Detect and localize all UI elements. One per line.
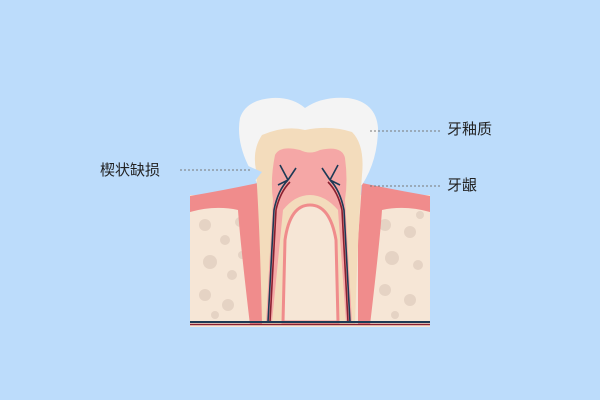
wedge-defect (246, 165, 262, 182)
label-wedge-defect: 楔状缺损 (100, 161, 161, 179)
gum-left (190, 183, 262, 325)
gum-right (358, 183, 430, 325)
blood-vessels (190, 164, 430, 326)
inner-bone (281, 203, 340, 324)
label-gum: 牙龈 (447, 176, 478, 194)
label-enamel: 牙釉质 (447, 120, 493, 138)
pulp (266, 148, 352, 322)
